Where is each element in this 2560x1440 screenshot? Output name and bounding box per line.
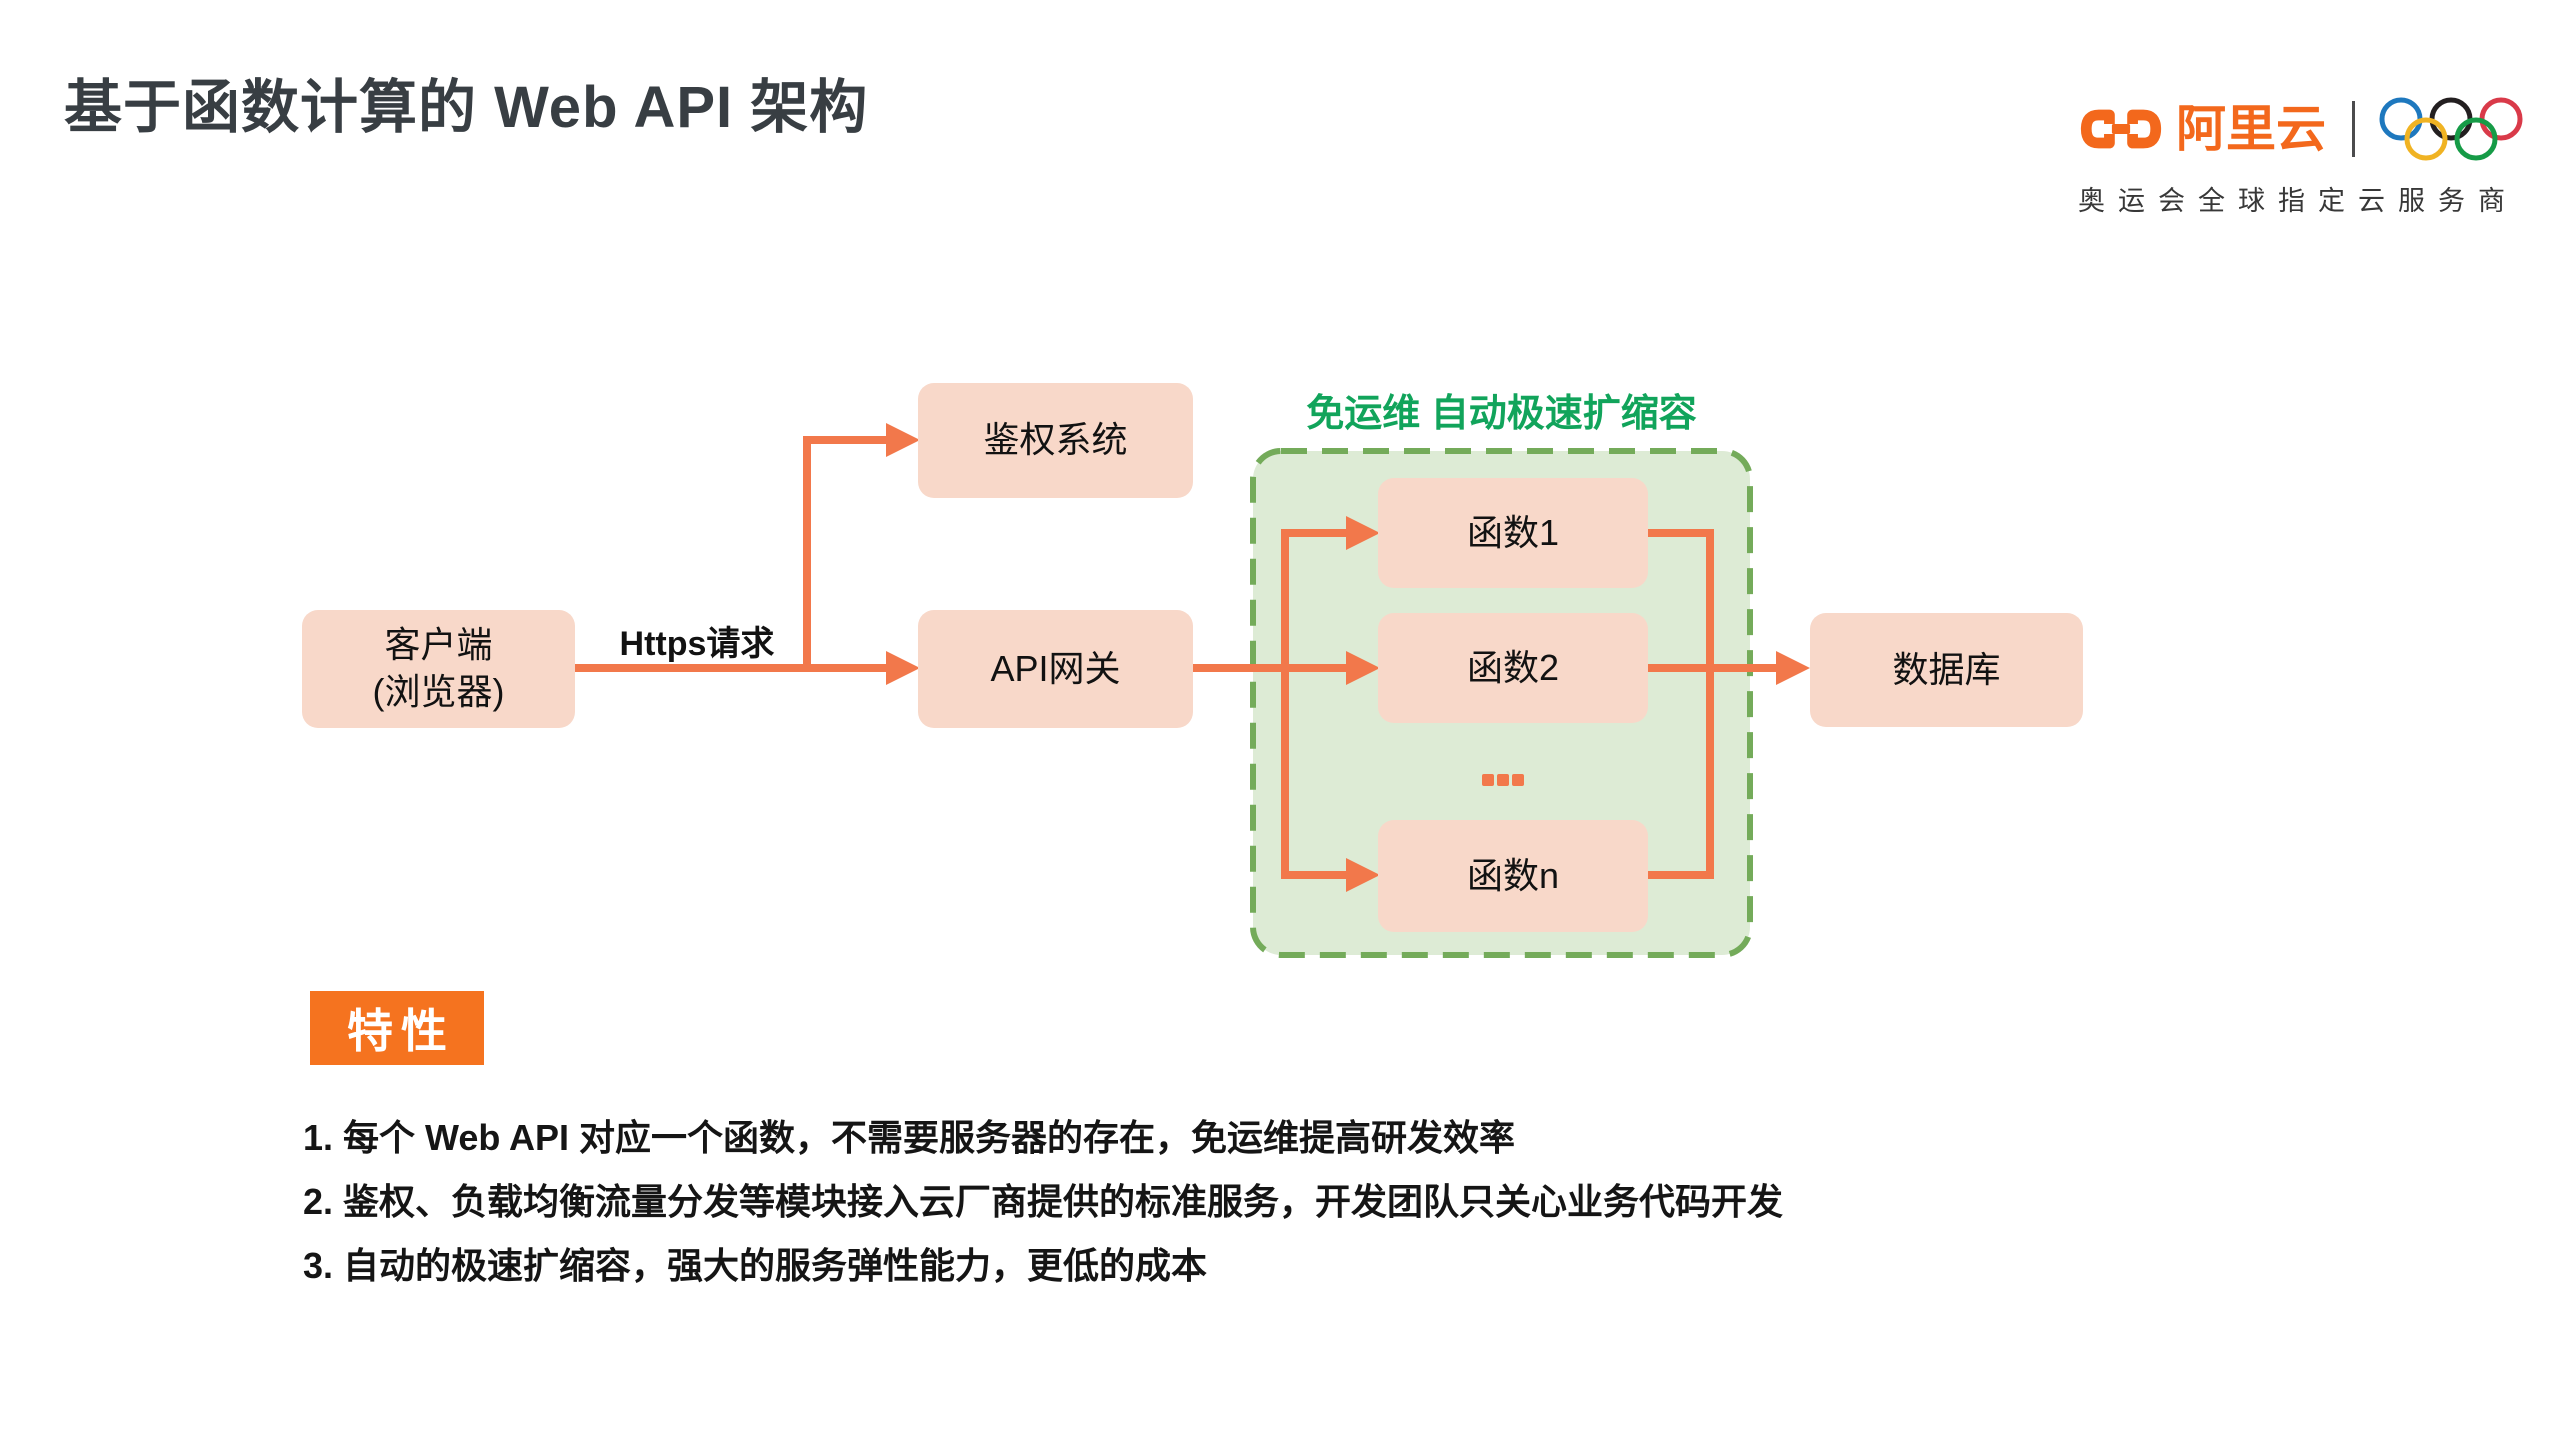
node-function-n: 函数n	[1378, 820, 1648, 932]
feature-item-1: 1. 每个 Web API 对应一个函数，不需要服务器的存在，免运维提高研发效率	[303, 1117, 1516, 1158]
node-function-1: 函数1	[1378, 478, 1648, 588]
alibaba-cloud-logo-icon	[2080, 109, 2162, 149]
brand-tagline: 奥运会全球指定云服务商	[2078, 186, 2518, 216]
node-database: 数据库	[1810, 613, 2083, 727]
node-auth-system: 鉴权系统	[918, 383, 1193, 498]
feature-item-2: 2. 鉴权、负载均衡流量分发等模块接入云厂商提供的标准服务，开发团队只关心业务代…	[303, 1181, 1784, 1222]
node-auth-label: 鉴权系统	[983, 419, 1128, 461]
edge-fn-collector	[1648, 529, 1714, 879]
olympic-rings-icon	[2379, 97, 2523, 161]
features-list: 1. 每个 Web API 对应一个函数，不需要服务器的存在，免运维提高研发效率…	[303, 1106, 1783, 1298]
node-client: 客户端 (浏览器)	[302, 610, 575, 728]
arrowhead-db	[1776, 651, 1810, 685]
arrowhead-fnn	[1346, 858, 1380, 892]
node-function-2: 函数2	[1378, 613, 1648, 723]
node-gateway-label: API网关	[990, 647, 1121, 689]
arrowhead-auth	[886, 423, 920, 457]
arrowhead-fn1	[1346, 516, 1380, 550]
node-function-1-label: 函数1	[1466, 511, 1560, 553]
brand-row: 阿里云	[2078, 97, 2538, 161]
page-title: 基于函数计算的 Web API 架构	[64, 75, 869, 140]
https-request-label: Https请求	[619, 625, 775, 663]
node-api-gateway: API网关	[918, 610, 1193, 728]
feature-item-3: 3. 自动的极速扩缩容，强大的服务弹性能力，更低的成本	[303, 1245, 1208, 1286]
node-function-2-label: 函数2	[1466, 646, 1560, 688]
edge-branch-to-fn1-fnn	[1281, 529, 1346, 879]
arrowhead-gateway	[886, 651, 920, 685]
brand-divider	[2352, 101, 2355, 157]
brand-block: 阿里云 奥运会全球指定云服务商	[2078, 97, 2538, 216]
scaling-container-label: 免运维 自动极速扩缩容	[1306, 393, 1697, 435]
more-functions-ellipsis-icon	[1482, 774, 1524, 786]
edge-branch-to-auth	[803, 436, 886, 668]
node-function-n-label: 函数n	[1466, 854, 1560, 896]
features-badge: 特性	[310, 991, 484, 1065]
node-database-label: 数据库	[1892, 648, 2001, 690]
brand-name: 阿里云	[2176, 101, 2326, 157]
arrowhead-fn2	[1346, 651, 1380, 685]
node-client-label-line2: (浏览器)	[372, 671, 505, 712]
node-client-label-line1: 客户端	[384, 624, 493, 666]
